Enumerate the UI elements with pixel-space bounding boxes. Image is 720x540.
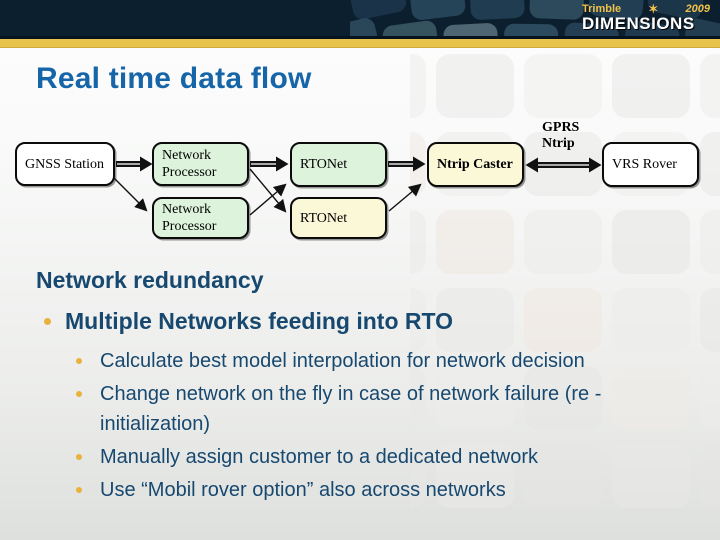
node-label: Network Processor bbox=[162, 148, 217, 180]
node-network-processor-2: Network Processor bbox=[152, 197, 249, 239]
sub-bullet-list: Calculate best model interpolation for n… bbox=[76, 346, 696, 505]
bullet-content: Network redundancy Multiple Networks fee… bbox=[36, 266, 696, 508]
header-globe-pattern bbox=[350, 0, 720, 36]
list-item-level2: Change network on the fly in case of net… bbox=[76, 379, 696, 439]
list-item-text: Use “Mobil rover option” also across net… bbox=[100, 479, 506, 501]
node-vrs-rover: VRS Rover bbox=[602, 142, 699, 187]
gold-divider bbox=[0, 39, 720, 48]
list-item-text: Calculate best model interpolation for n… bbox=[100, 350, 585, 372]
section-heading: Network redundancy bbox=[36, 267, 264, 293]
list-item-level1: Multiple Networks feeding into RTO bbox=[44, 307, 696, 335]
star-icon: ✶ bbox=[648, 2, 659, 16]
header-banner: Trimble ✶ 2009 DIMENSIONS bbox=[0, 0, 720, 36]
node-ntrip-caster: Ntrip Caster bbox=[427, 142, 524, 187]
list-item-level2: Calculate best model interpolation for n… bbox=[76, 346, 696, 376]
link-label-gprs-ntrip: GPRS Ntrip bbox=[542, 120, 579, 152]
node-label: VRS Rover bbox=[612, 157, 677, 172]
list-item-text: Change network on the fly in case of net… bbox=[100, 383, 602, 435]
node-rtonet-2: RTONet bbox=[290, 197, 387, 239]
arrow-gnss-to-np1 bbox=[116, 156, 153, 172]
node-label: RTONet bbox=[300, 157, 348, 172]
node-label: RTONet bbox=[300, 210, 348, 226]
logo-brand: Trimble bbox=[582, 3, 622, 15]
arrow-rto1-to-caster bbox=[388, 156, 426, 172]
node-rtonet-1: RTONet bbox=[290, 142, 387, 187]
bullet-dot bbox=[76, 391, 82, 397]
list-item-level2: Manually assign customer to a dedicated … bbox=[76, 442, 696, 472]
list-item-level2: Use “Mobil rover option” also across net… bbox=[76, 475, 696, 505]
bullet-dot bbox=[76, 358, 82, 364]
arrow-caster-rover-bidirectional bbox=[525, 157, 602, 173]
bullet-dot bbox=[44, 318, 51, 325]
arrow-np2-to-rto1 bbox=[249, 183, 287, 216]
trimble-logo: Trimble ✶ 2009 DIMENSIONS bbox=[582, 3, 710, 33]
node-label: Ntrip Caster bbox=[437, 157, 513, 172]
arrow-np1-to-rto1 bbox=[250, 156, 289, 172]
arrow-gnss-to-np2 bbox=[113, 177, 148, 212]
node-label: GNSS Station bbox=[25, 156, 104, 172]
page-title: Real time data flow bbox=[36, 62, 312, 95]
node-network-processor-1: Network Processor bbox=[152, 142, 249, 186]
bullet-dot bbox=[76, 487, 82, 493]
list-item-text: Manually assign customer to a dedicated … bbox=[100, 446, 539, 468]
bullet-dot bbox=[76, 454, 82, 460]
logo-year: 2009 bbox=[685, 3, 710, 15]
link-label-line1: GPRS bbox=[542, 120, 580, 135]
list-item-text: Multiple Networks feeding into RTO bbox=[65, 308, 454, 334]
arrow-np1-to-rto2 bbox=[249, 168, 287, 213]
node-gnss-station: GNSS Station bbox=[15, 142, 115, 186]
logo-product: DIMENSIONS bbox=[582, 14, 695, 33]
arrow-rto2-to-caster bbox=[388, 183, 422, 212]
node-label: Network Processor bbox=[162, 202, 217, 234]
header-edge-line bbox=[0, 36, 720, 39]
link-label-line2: Ntrip bbox=[542, 136, 575, 151]
